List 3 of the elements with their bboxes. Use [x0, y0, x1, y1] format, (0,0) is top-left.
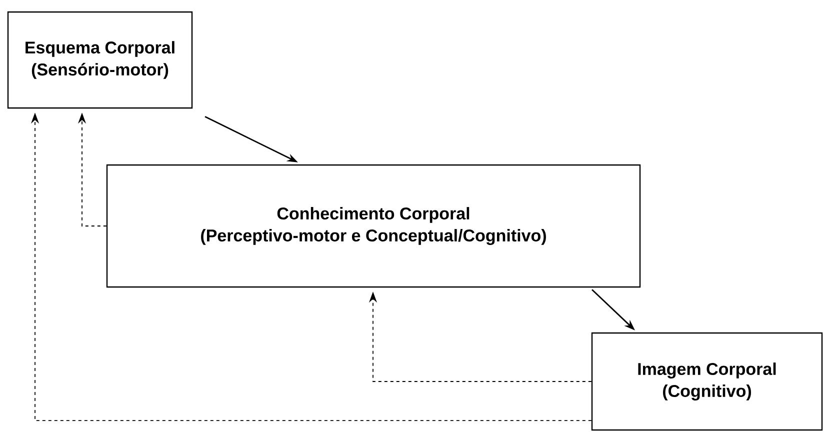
process-box: Imagem Corporal (Cognitivo): [591, 332, 823, 431]
process-box: Esquema Corporal (Sensório-motor): [7, 11, 193, 109]
process-box: Conhecimento Corporal (Perceptivo-motor e Conceptual/Cognitivo): [106, 164, 641, 288]
